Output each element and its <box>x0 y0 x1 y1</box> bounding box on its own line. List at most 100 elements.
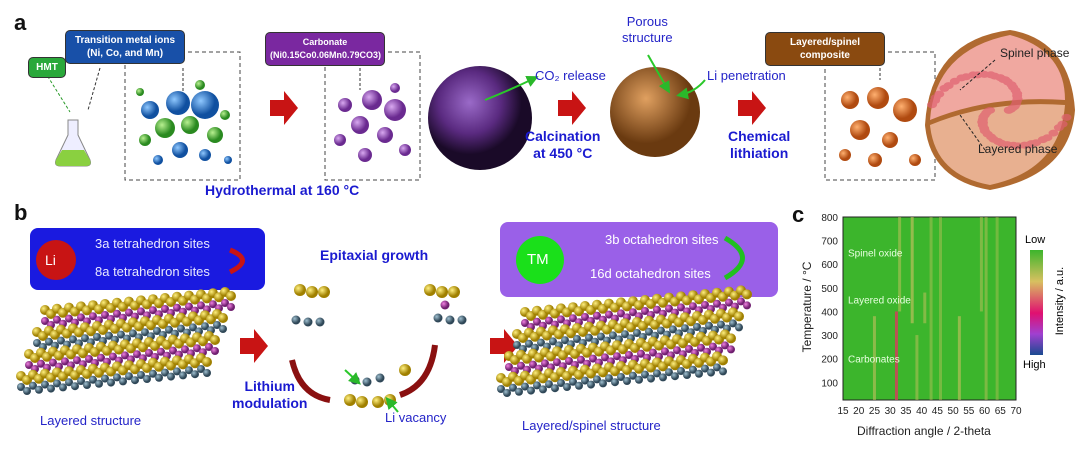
carbonate-particles <box>334 83 411 162</box>
atom <box>109 352 117 361</box>
atom <box>659 373 667 382</box>
atom <box>45 337 53 346</box>
atom <box>589 354 597 363</box>
x-tick-label: 40 <box>916 406 928 417</box>
dashed-box-carbonate <box>324 51 421 181</box>
atom <box>685 345 693 353</box>
atom <box>294 284 306 296</box>
atom <box>705 321 713 330</box>
atom <box>137 307 145 316</box>
atom <box>179 371 187 380</box>
atom <box>525 339 533 348</box>
atom <box>81 334 89 343</box>
atom <box>344 394 356 406</box>
atom <box>125 308 133 317</box>
atom <box>718 355 728 366</box>
atom <box>161 305 169 313</box>
atom <box>210 335 220 345</box>
atom <box>153 327 161 335</box>
atom <box>424 284 436 296</box>
atom <box>362 377 372 387</box>
atom <box>167 372 175 381</box>
atom <box>665 368 673 377</box>
atom <box>101 311 109 319</box>
atom <box>113 309 121 318</box>
atom <box>448 286 460 298</box>
atom <box>85 355 93 363</box>
x-tick-label: 70 <box>1010 406 1022 417</box>
peak-streak <box>894 311 898 400</box>
atom <box>737 297 745 306</box>
atom <box>611 378 619 387</box>
atom <box>673 346 681 355</box>
atom <box>372 396 384 408</box>
atom <box>681 324 689 333</box>
atom <box>433 313 443 323</box>
panel-b-label: b <box>14 200 28 225</box>
atom <box>527 386 535 395</box>
y-tick-label: 100 <box>821 378 838 389</box>
atom <box>701 364 709 373</box>
atom <box>689 302 697 311</box>
x-tick-label: 25 <box>869 406 881 417</box>
atom <box>533 317 541 326</box>
atom <box>69 335 77 344</box>
chart-annotation: Carbonates <box>848 355 900 366</box>
atom <box>189 323 197 332</box>
atom <box>173 303 181 312</box>
li-vacancy-label: Li vacancy <box>385 410 447 425</box>
atom <box>645 327 653 336</box>
atom <box>37 359 45 368</box>
atom <box>671 372 679 381</box>
atom <box>205 343 213 351</box>
atom <box>197 365 205 373</box>
atom <box>93 333 101 341</box>
atom <box>557 315 565 324</box>
layered-structure-label: Layered structure <box>40 413 142 428</box>
atom <box>129 329 137 338</box>
atom <box>693 323 701 331</box>
atom <box>593 311 601 320</box>
atom <box>743 301 751 310</box>
atom <box>695 369 703 378</box>
atom <box>47 384 55 393</box>
atom <box>725 298 733 307</box>
atom <box>77 313 85 322</box>
atom <box>629 308 637 317</box>
y-tick-label: 700 <box>821 237 838 248</box>
atom <box>83 381 91 389</box>
atom <box>181 345 189 354</box>
atom <box>623 377 631 385</box>
atom <box>61 357 69 366</box>
atom <box>303 317 313 327</box>
atom <box>539 385 547 394</box>
peak-streak <box>984 217 988 400</box>
atom <box>226 291 236 301</box>
atom <box>119 377 127 386</box>
atom <box>149 306 157 315</box>
atom <box>29 381 37 390</box>
atom <box>735 323 743 332</box>
atom <box>647 374 655 383</box>
panel-a-label: a <box>14 10 27 35</box>
x-tick-label: 55 <box>963 406 975 417</box>
atom <box>145 349 153 357</box>
colorbar-label: Intensity / a.u. <box>1054 266 1066 336</box>
atom <box>375 373 385 383</box>
x-tick-label: 30 <box>885 406 897 417</box>
atom <box>161 368 169 377</box>
atom <box>185 302 193 311</box>
atom <box>707 368 715 377</box>
x-tick-label: 20 <box>853 406 865 417</box>
y-tick-label: 200 <box>821 355 838 366</box>
atom <box>637 349 645 358</box>
atom <box>689 365 697 374</box>
atom <box>653 369 661 378</box>
atom <box>537 338 545 347</box>
atom <box>573 335 581 343</box>
atom <box>621 330 629 339</box>
layered-spinel-structure-label: Layered/spinel structure <box>522 418 661 433</box>
atom <box>73 356 81 365</box>
